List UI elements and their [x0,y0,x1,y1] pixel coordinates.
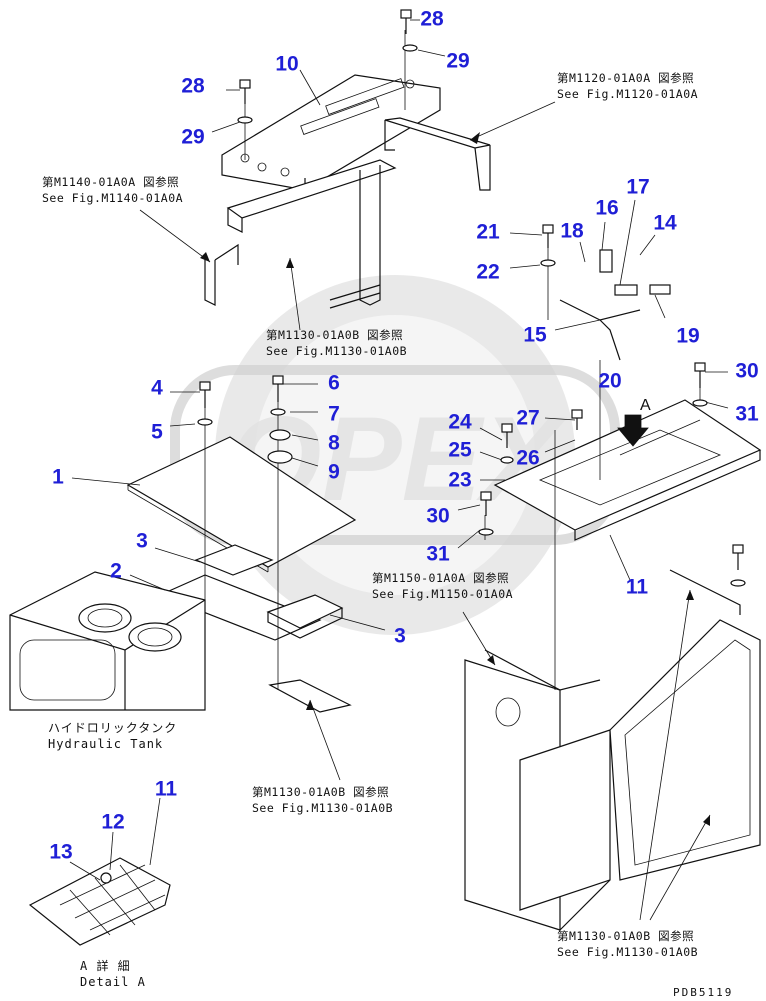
callout-5: 5 [151,421,163,444]
callout-28: 28 [181,75,205,98]
callout-21: 21 [476,221,500,244]
fasteners [197,9,746,587]
callout-12: 12 [101,811,124,834]
callout-30: 30 [426,505,449,528]
bracket-assembly [559,249,671,361]
ref-en: See Fig.M1150-01A0A [372,587,513,601]
detail-label-ja: A 詳 細 [80,958,131,973]
callout-23: 23 [448,469,471,492]
callout-7: 7 [328,403,340,426]
callout-29: 29 [446,50,469,73]
callout-1: 1 [52,466,64,489]
figure-references: 第M1120-01A0A 図参照 See Fig.M1120-01A0A 第M114… [42,71,698,959]
ref-en: See Fig.M1130-01A0B [266,344,407,358]
ref-ja: 第M1120-01A0A 図参照 [557,71,694,85]
callout-16: 16 [595,197,618,220]
callout-14: 14 [653,212,677,235]
callout-13: 13 [49,841,72,864]
callout-24: 24 [448,411,472,434]
upper-bracket-plate [221,74,441,191]
ref-ja: 第M1130-01A0B 図参照 [266,328,403,342]
callout-11: 11 [626,576,649,599]
callout-15: 15 [523,324,547,347]
view-arrow-a: A [617,397,651,447]
main-frame [464,569,761,931]
floor-bracket [268,679,352,713]
hydraulic-tank [9,571,206,711]
callout-25: 25 [448,439,472,462]
ref-ja: 第M1150-01A0A 図参照 [372,571,509,585]
callout-3: 3 [136,530,148,553]
callout-11: 11 [155,778,178,801]
callout-22: 22 [476,261,499,284]
callout-10: 10 [275,53,298,76]
ref-en: See Fig.M1140-01A0A [42,191,183,205]
callout-2: 2 [110,560,122,583]
callout-4: 4 [151,377,163,400]
callout-28: 28 [420,8,444,31]
callout-6: 6 [328,372,340,395]
detail-a-drawing [28,857,171,946]
upper-frame [204,117,491,309]
rubber-pads [158,544,344,641]
leader-lines [69,19,729,921]
callout-8: 8 [328,432,340,455]
drawing-code: PDB5119 [673,986,733,999]
callout-18: 18 [560,220,584,243]
callout-31: 31 [735,403,759,426]
tank-label-ja: ハイドロリックタンク [48,721,177,735]
callout-3: 3 [394,625,406,648]
callout-27: 27 [516,407,539,430]
ref-ja: 第M1130-01A0B 図参照 [252,785,389,799]
ref-en: See Fig.M1130-01A0B [252,801,393,815]
callout-19: 19 [676,325,699,348]
callout-26: 26 [516,447,539,470]
ref-ja: 第M1140-01A0A 図参照 [42,175,179,189]
callout-9: 9 [328,461,340,484]
ref-en: See Fig.M1130-01A0B [557,945,698,959]
tank-label-en: Hydraulic Tank [48,737,163,751]
callout-17: 17 [626,176,649,199]
view-arrow-label: A [640,397,651,414]
callout-31: 31 [426,543,450,566]
callout-29: 29 [181,126,204,149]
detail-label-en: Detail A [80,975,146,989]
ref-ja: 第M1130-01A0B 図参照 [557,929,694,943]
ref-en: See Fig.M1120-01A0A [557,87,698,101]
callout-20: 20 [598,370,621,393]
callout-30: 30 [735,360,758,383]
